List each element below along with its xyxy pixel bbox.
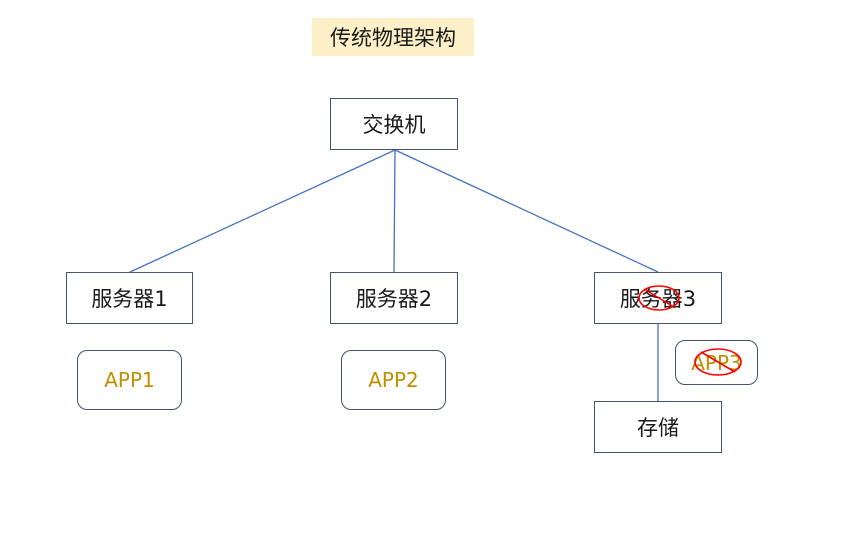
server-label-3: 服务器3	[619, 287, 697, 311]
app-label-3: APP3	[691, 350, 742, 375]
app-box-2: APP2	[341, 350, 446, 410]
switch-node: 交换机	[330, 98, 458, 150]
switch-label: 交换机	[362, 113, 426, 137]
server-node-1: 服务器1	[66, 272, 193, 324]
app-label-2: APP2	[368, 368, 419, 392]
app-box-1: APP1	[77, 350, 182, 410]
server-label-2: 服务器2	[355, 287, 433, 311]
server-node-3: 服务器3	[594, 272, 722, 324]
diagram-title-text: 传统物理架构	[330, 26, 456, 50]
link-switch-server3	[394, 149, 659, 273]
diagram-title: 传统物理架构	[312, 18, 474, 56]
storage-label: 存储	[637, 416, 679, 440]
link-switch-server1	[129, 149, 396, 273]
app-label-1: APP1	[104, 368, 155, 392]
server-label-1: 服务器1	[91, 287, 168, 311]
server-node-2: 服务器2	[330, 272, 458, 324]
app-box-3: APP3	[675, 340, 758, 385]
storage-node: 存储	[594, 401, 722, 453]
link-switch-server2	[393, 149, 396, 273]
